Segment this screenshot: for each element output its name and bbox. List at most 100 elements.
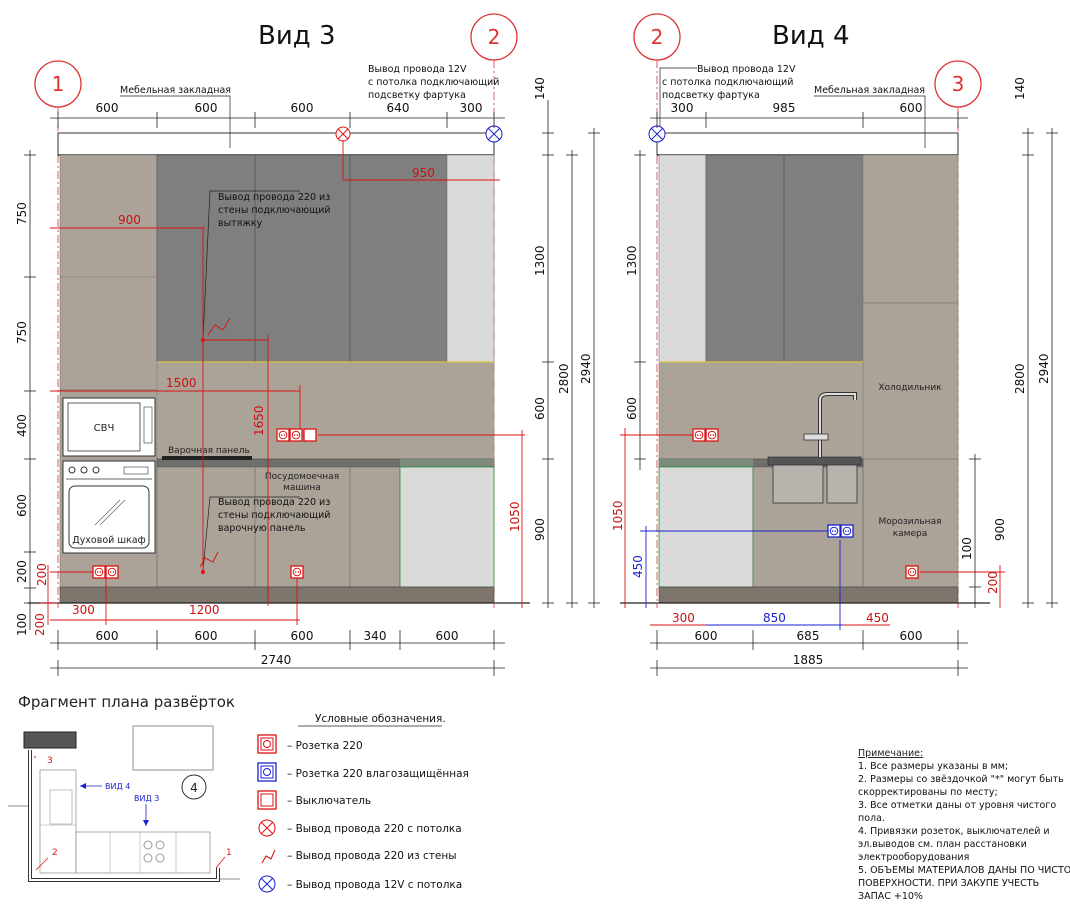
v3-bottom-dim-5: 600 [436, 629, 459, 643]
view-3: Вид 3 1 2 СВЧ Духовой шкаф [15, 13, 600, 676]
legend-item-6: – Вывод провода 12V с потолка [287, 879, 462, 891]
v3-bottom-dim-2: 600 [195, 629, 218, 643]
v3-top-dim-2: 600 [195, 101, 218, 115]
v4-right-dim-2: 2800 [1013, 363, 1027, 394]
backsplash [156, 361, 495, 461]
v3-12v-note-1: Вывод провода 12V [368, 64, 467, 75]
v4-dim-1050: 1050 [611, 500, 625, 531]
note-line-6: 4. Привязки розеток, выключателей и [858, 826, 1050, 837]
v3-12v-note-2: с потолка подключающий [368, 77, 499, 88]
v4-top-dim-1: 300 [671, 101, 694, 115]
plan-view3-label: ВИД 3 [134, 794, 159, 803]
oven-label: Духовой шкаф [72, 535, 145, 546]
v3-hood-note-2: стены подключающий [218, 205, 330, 216]
legend: Условные обозначения. – Розетка 220 – Ро… [257, 713, 469, 893]
plan-title: Фрагмент плана развёрток [18, 693, 235, 711]
legend-item-3: – Выключатель [287, 795, 371, 807]
legend-item-1: – Розетка 220 [287, 740, 363, 752]
fridge-label: Холодильник [878, 383, 942, 393]
v3-dim-1050: 1050 [508, 501, 522, 532]
v3-left-dim-6: 100 [15, 613, 29, 636]
v3-12v-note-3: подсветку фартука [368, 90, 466, 101]
v4-upper-open [658, 154, 707, 363]
v3-right-dim-5: 2800 [557, 363, 571, 394]
legend-item-4: – Вывод провода 220 с потолка [287, 823, 462, 835]
v4-right-dim-4: 900 [993, 518, 1007, 541]
v4-backsplash [658, 361, 864, 461]
v4-bottom-dim-3: 600 [900, 629, 923, 643]
note-line-11: ЗАПАС +10% [858, 891, 923, 902]
axis-marker-2-label: 2 [488, 25, 501, 49]
dishwasher-label-1: Посудомоечная [265, 472, 339, 482]
note-line-3: скорректированы по месту; [858, 787, 998, 798]
notes-title: Примечание: [858, 748, 923, 759]
v3-hob-note-3: варочную панель [218, 523, 306, 534]
v3-top-dim-4: 640 [387, 101, 410, 115]
v3-total-dim: 2740 [261, 653, 292, 667]
v3-bottom-dim-4: 340 [364, 629, 387, 643]
v3-dim-200a: 200 [35, 563, 49, 586]
v3-left-dim-3: 400 [15, 414, 29, 437]
v4-dim-450r: 450 [866, 611, 889, 625]
v3-right-dim-1: 140 [533, 77, 547, 100]
axis-marker-3-label: 3 [952, 72, 965, 96]
legend-item-5: – Вывод провода 220 из стены [287, 850, 457, 862]
v4-right-dim-3: 2940 [1037, 353, 1051, 384]
v3-right-dim-2: 1300 [533, 245, 547, 276]
v4-left-dim-1: 1300 [625, 245, 639, 276]
legend-item-2: – Розетка 220 влагозащищённая [287, 768, 469, 780]
v4-total-dim: 1885 [793, 653, 824, 667]
v3-dim-300: 300 [72, 603, 95, 617]
note-line-10: ПОВЕРХНОСТИ. ПРИ ЗАКУПЕ УЧЕСТЬ [858, 878, 1039, 889]
note-line-1: 1. Все размеры указаны в мм; [858, 761, 1008, 772]
v4-upper-cabinets [705, 154, 864, 363]
v4-right-dim-5: 100 [960, 537, 974, 560]
plan-mark-1: 1 [226, 848, 232, 858]
freezer-label-1: Морозильная [879, 517, 942, 527]
v4-furniture-note: Мебельная закладная [814, 85, 925, 96]
notes-block: Примечание: 1. Все размеры указаны в мм;… [858, 748, 1070, 902]
v4-dim-300: 300 [672, 611, 695, 625]
v3-left-dim-5: 200 [15, 560, 29, 583]
v4-bottom-dim-1: 600 [695, 629, 718, 643]
v4-12v-note-2: с потолка подключающий [662, 77, 793, 88]
plan-circle-4: 4 [190, 781, 198, 795]
v3-bottom-dim-1: 600 [96, 629, 119, 643]
plan-mark-3: 3 [47, 756, 53, 766]
v4-top-dim-2: 985 [773, 101, 796, 115]
axis-marker-1-label: 1 [52, 72, 65, 96]
v3-right-dim-4: 900 [533, 518, 547, 541]
v3-hob-note-1: Вывод провода 220 из [218, 497, 330, 508]
v3-hob-note-2: стены подключающий [218, 510, 330, 521]
v3-right-dim-6: 2940 [579, 353, 593, 384]
v4-fridge [862, 302, 959, 460]
v4-dim-450b: 450 [631, 555, 645, 578]
plan-view4-label: ВИД 4 [105, 782, 130, 791]
v3-furniture-note: Мебельная закладная [120, 85, 231, 96]
plan-fragment: Фрагмент плана развёрток 3 2 1 ВИД 4 ВИД… [8, 693, 240, 882]
note-line-2: 2. Размеры со звёздочкой "*" могут быть [858, 774, 1064, 785]
v3-dim-1200: 1200 [189, 603, 220, 617]
note-line-8: электрооборудования [858, 852, 969, 863]
v4-lower-light [658, 466, 754, 588]
view4-title: Вид 4 [772, 21, 850, 51]
v4-dim-200: 200 [986, 571, 1000, 594]
freezer-label-2: камера [893, 529, 928, 539]
v3-top-dim-5: 300 [460, 101, 483, 115]
plinth [59, 586, 495, 604]
view-4: Вид 4 2 3 Холодильник Морозильная камера [611, 13, 1058, 676]
v3-right-dim-3: 600 [533, 397, 547, 420]
hob-label: Варочная панель [168, 446, 250, 456]
dishwasher-label-2: машина [283, 483, 321, 493]
v3-dim-950: 950 [412, 166, 435, 180]
legend-title: Условные обозначения. [315, 713, 446, 725]
v4-dim-850: 850 [763, 611, 786, 625]
view3-title: Вид 3 [258, 21, 336, 51]
v3-hood-note-1: Вывод провода 220 из [218, 192, 330, 203]
note-line-5: пола. [858, 813, 885, 824]
note-line-4: 3. Все отметки даны от уровня чистого [858, 800, 1056, 811]
v4-12v-note-3: подсветку фартука [662, 90, 760, 101]
v3-left-dim-1: 750 [15, 202, 29, 225]
upper-open-panel [446, 154, 495, 363]
